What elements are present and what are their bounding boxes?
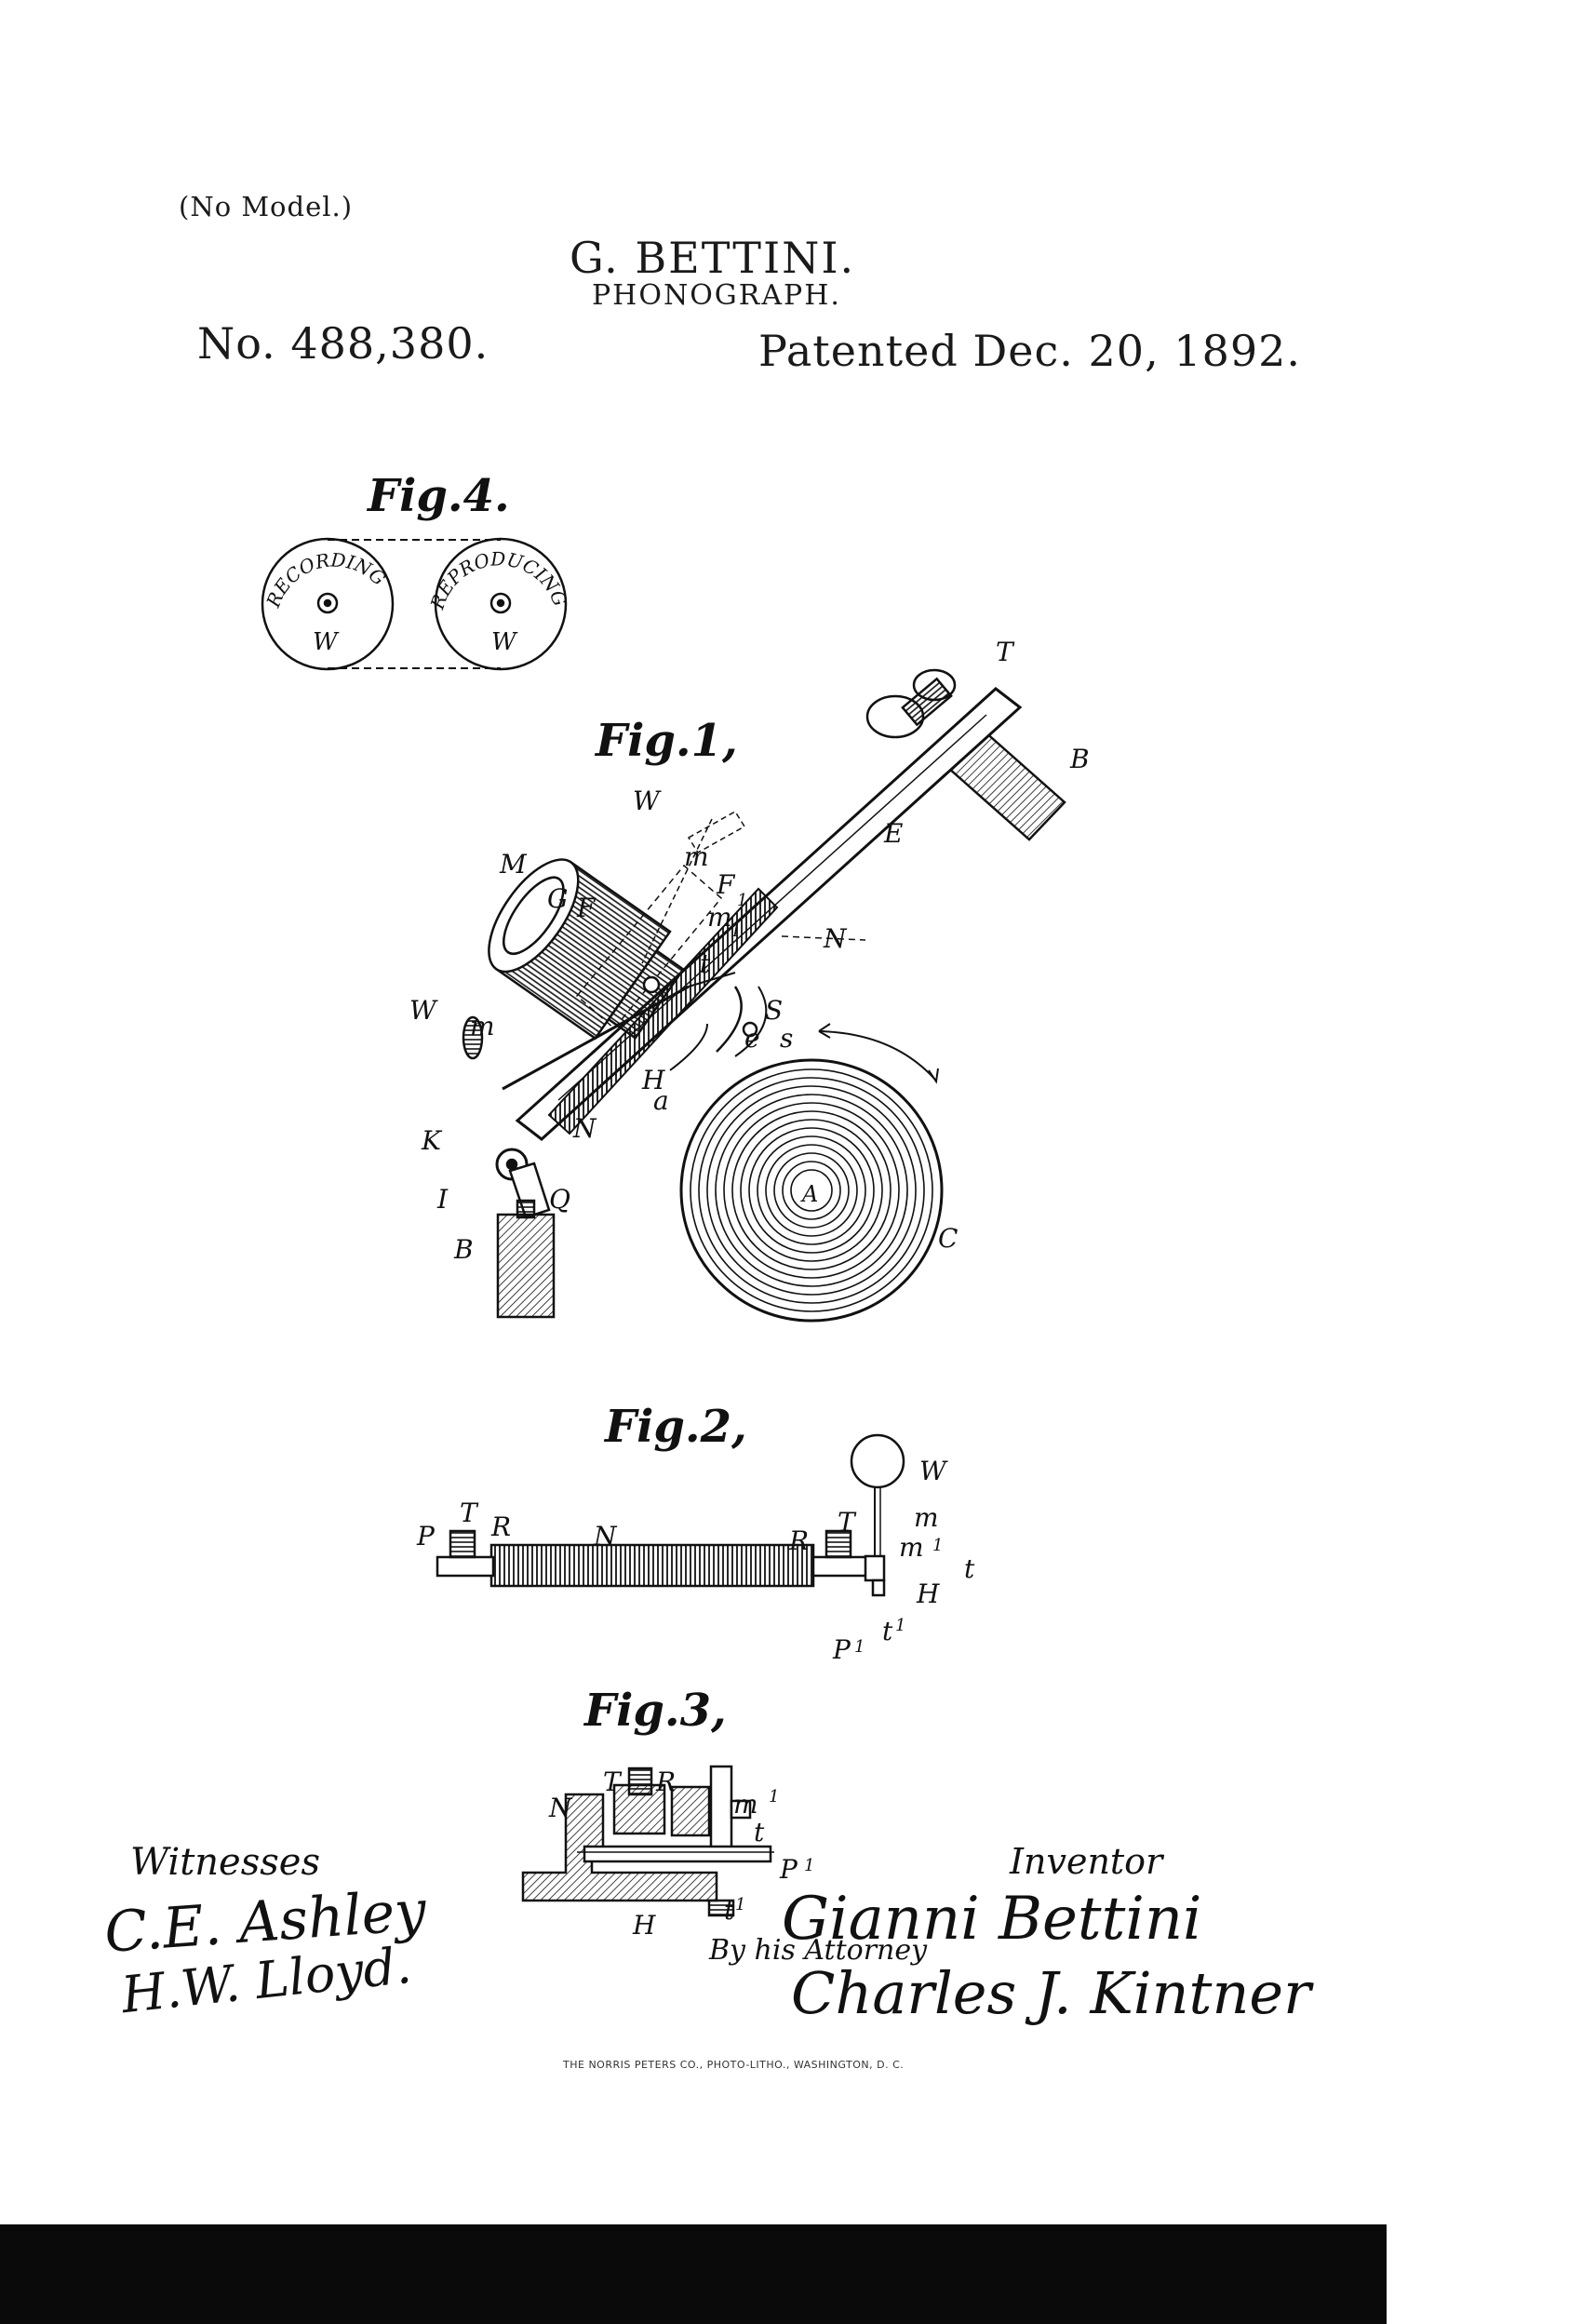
fig2-label-p1: P xyxy=(832,1634,851,1665)
fig3-label-p1: P xyxy=(779,1854,798,1885)
patent-title: PHONOGRAPH. xyxy=(592,279,841,312)
attorney-signature: Charles J. Kintner xyxy=(791,1959,1311,2027)
fig3-label-t: T xyxy=(603,1767,623,1797)
record-disc-c xyxy=(679,1058,944,1323)
fig1-label-w-left: W xyxy=(409,995,438,1026)
fig2-label-r-left: R xyxy=(490,1511,511,1542)
recording-wheel xyxy=(261,537,395,671)
fig2-label-m1-sup: 1 xyxy=(932,1536,943,1555)
patent-number: No. 488,380. xyxy=(197,318,489,369)
fig1-label-e: E xyxy=(883,818,903,849)
fig3-label-t1-sup: 1 xyxy=(735,1895,745,1914)
fig2-label-r-right: R xyxy=(788,1525,809,1556)
fig2-label-t-left: T xyxy=(460,1498,479,1528)
scan-edge-bar xyxy=(0,2224,1387,2324)
fig3-label-t-small: t xyxy=(754,1817,765,1847)
fig3-label-n: N xyxy=(548,1793,573,1823)
fig2-label-p: P xyxy=(416,1521,436,1552)
fig1-label-a-spindle: A xyxy=(800,1181,818,1207)
fig1-label-k: K xyxy=(421,1125,443,1156)
fig1-label-n-top: N xyxy=(823,923,848,954)
fig2-label-t-right: T xyxy=(838,1507,857,1538)
printer-imprint: THE NORRIS PETERS CO., PHOTO-LITHO., WAS… xyxy=(563,2059,905,2071)
fig2-labels: T P R N R T W m m 1 t H P 1 t 1 xyxy=(416,1456,975,1665)
fig1-labels: T B E W m M F G F 1 m 1 N t S W m e s H … xyxy=(409,637,1090,1265)
fig3-labels: N T R m 1 t P 1 H t 1 xyxy=(548,1767,814,1941)
fig2-label-t-small: t xyxy=(964,1553,975,1584)
fig1-drawing xyxy=(462,668,1066,1323)
fig2-label-m: m xyxy=(914,1502,939,1533)
fig3-label-p1-sup: 1 xyxy=(804,1856,814,1875)
fig2-label-m1: m xyxy=(899,1532,924,1563)
fig1-label-q: Q xyxy=(549,1184,570,1215)
fig4-title: Fig.4. xyxy=(368,470,510,522)
fig1-label-i: I xyxy=(436,1184,449,1215)
witnesses-label: Witnesses xyxy=(130,1841,320,1884)
fig1-label-c: C xyxy=(938,1223,958,1254)
fig2-label-t1: t xyxy=(882,1616,893,1646)
fig3-title: Fig.3, xyxy=(584,1685,727,1737)
fig2-drawing xyxy=(436,1433,905,1597)
fig4-label-w-left: W xyxy=(313,628,340,656)
inventor-heading: G. BETTINI. xyxy=(570,233,856,283)
fig2-label-w: W xyxy=(919,1456,948,1486)
fig1-label-b-top: B xyxy=(1069,744,1090,774)
fig1-label-s-lower: s xyxy=(780,1023,793,1054)
fig3-label-h: H xyxy=(632,1910,656,1941)
fig1-title: Fig.1, xyxy=(596,715,738,767)
fig4-label-w-right: W xyxy=(491,628,518,656)
fig3-label-m1-sup: 1 xyxy=(769,1787,779,1807)
fig2-label-n: N xyxy=(593,1521,618,1552)
attorney-label: By his Attorney xyxy=(709,1934,928,1967)
fig1-label-t-small: t xyxy=(700,948,711,979)
fig1-label-m-left: m xyxy=(470,1011,495,1041)
inventor-label: Inventor xyxy=(1010,1841,1163,1882)
reproducing-wheel xyxy=(434,537,568,671)
fig1-label-m1-sub: 1 xyxy=(731,921,741,941)
fig1-label-g: G xyxy=(547,883,568,914)
fig1-label-n-bottom: N xyxy=(572,1113,597,1144)
fig1-label-f: F xyxy=(576,893,597,923)
fig2-label-t1-sup: 1 xyxy=(895,1616,905,1635)
no-model-note: (No Model.) xyxy=(179,191,354,222)
fig1-label-s-upper: S xyxy=(765,995,783,1026)
fig1-label-m-top: m xyxy=(684,841,709,872)
fig1-label-f1-sub: 1 xyxy=(737,891,747,910)
fig1-label-a: a xyxy=(653,1085,669,1116)
fig1-label-f1: F xyxy=(716,869,736,900)
fig1-label-w-top: W xyxy=(633,786,662,816)
inventor-signature: Gianni Bettini xyxy=(782,1885,1202,1954)
fig1-label-t: T xyxy=(996,637,1015,667)
fig1-label-m-diaphragm: M xyxy=(499,849,528,880)
fig2-label-p1-sup: 1 xyxy=(854,1637,865,1657)
fig1-label-b-bottom: B xyxy=(453,1234,474,1265)
patent-date: Patented Dec. 20, 1892. xyxy=(758,326,1301,376)
fig2-label-h: H xyxy=(916,1578,940,1609)
fig1-label-e: e xyxy=(744,1023,760,1054)
fig4-drawing xyxy=(261,537,568,671)
fig3-label-t1: t xyxy=(724,1895,735,1926)
fig1-label-h: H xyxy=(641,1065,665,1095)
fig3-label-r: R xyxy=(655,1767,676,1797)
fig3-label-m1: m xyxy=(733,1789,758,1820)
fig1-label-m1: m xyxy=(707,902,732,933)
fig2-title: Fig.2, xyxy=(605,1401,747,1453)
fig3-drawing xyxy=(521,1765,772,1917)
